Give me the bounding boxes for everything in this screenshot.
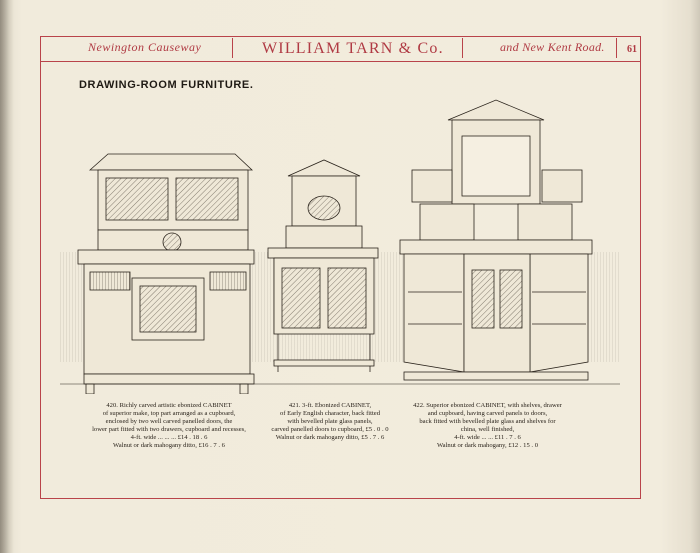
page-number: 61 xyxy=(627,44,637,55)
header-left-address: Newington Causeway xyxy=(88,40,202,54)
caption-line: 422. Superior ebonized CABINET, with she… xyxy=(413,402,562,409)
header-divider-number xyxy=(616,38,617,58)
cabinet-420-drawing xyxy=(77,153,255,394)
caption-line: china, well finished, xyxy=(460,426,515,434)
header-company-name: WILLIAM TARN & Co. xyxy=(262,40,444,57)
caption-item-422: 422. Superior ebonized CABINET, with she… xyxy=(385,402,590,451)
cabinet-illustrations xyxy=(60,99,620,394)
header-rule xyxy=(40,61,641,62)
caption-line: 421. 3-ft. Ebonized CABINET, xyxy=(288,402,372,409)
cabinet-422-drawing xyxy=(399,99,593,381)
caption-item-421: 421. 3-ft. Ebonized CABINET, of Early En… xyxy=(255,402,405,442)
cabinet-421-drawing xyxy=(267,159,379,372)
caption-price-line: carved panelled doors to cupboard, £5 . … xyxy=(271,426,389,434)
caption-price-line: 4-ft. wide ... ... ... £14 . 18 . 6 xyxy=(130,434,208,442)
caption-price-line: Walnut or dark mahogany ditto, £16 . 7 .… xyxy=(113,442,225,450)
header-right-address: and New Kent Road. xyxy=(500,40,605,54)
header-divider-left xyxy=(232,38,233,58)
caption-line: of superior make, top part arranged as a… xyxy=(102,410,236,418)
caption-price-line: Walnut or dark mahogany ditto, £5 . 7 . … xyxy=(275,434,385,442)
caption-price-line: Walnut or dark mahogany, £12 . 15 . 0 xyxy=(436,442,539,450)
binding-shadow xyxy=(0,0,14,553)
caption-price-line: 4-ft. wide ... ... £11 . 7 . 6 xyxy=(454,434,521,442)
caption-line: and cupboard, having carved panels to do… xyxy=(427,410,548,418)
caption-line: with bevelled plate glass panels, xyxy=(287,418,373,426)
header-divider-right xyxy=(462,38,463,58)
caption-line: enclosed by two well carved panelled doo… xyxy=(105,418,233,426)
caption-line: 420. Richly carved artistic ebonized CAB… xyxy=(106,402,232,409)
caption-line: back fitted with bevelled plate glass an… xyxy=(419,418,556,426)
caption-item-420: 420. Richly carved artistic ebonized CAB… xyxy=(76,402,262,451)
caption-line: lower part fitted with two drawers, cupb… xyxy=(92,426,246,434)
page-border xyxy=(40,36,641,499)
section-title: DRAWING-ROOM FURNITURE. xyxy=(79,79,254,91)
caption-line: of Early English character, back fitted xyxy=(279,410,381,418)
